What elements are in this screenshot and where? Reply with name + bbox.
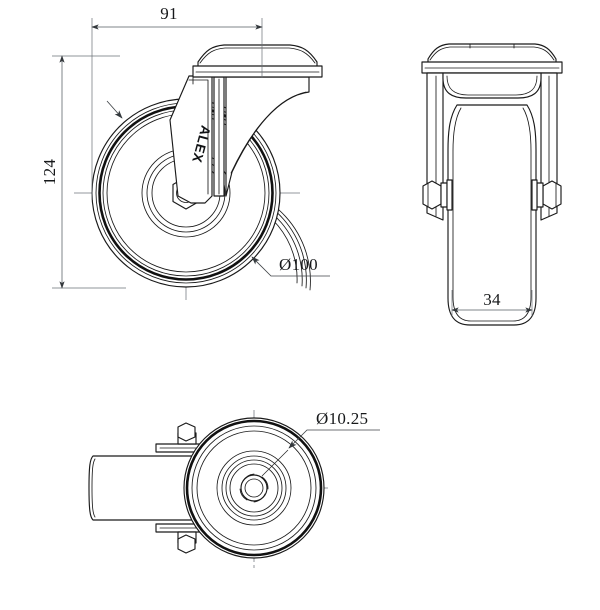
swivel-fork-side-crown (442, 72, 542, 99)
swivel-fork-right-member (213, 76, 225, 197)
wheel-hub-bottom (216, 450, 292, 526)
hub-leader-tick (261, 449, 289, 477)
side-view: 34 (421, 43, 563, 326)
tread-leader-arrow (106, 100, 123, 119)
top-mounting-plate-front (192, 44, 323, 78)
dimension-overall-height-124: 124 (40, 55, 126, 289)
dimension-wheel-diameter-100: Ø100 (251, 255, 330, 277)
front-view: 91 124 Ø100 ALEX (40, 4, 330, 300)
top-mounting-plate-side (421, 43, 563, 74)
dimension-bore-diameter-10-25: Ø10.25 (288, 409, 380, 449)
fork-flange-bottom (155, 523, 201, 554)
dimension-label-34: 34 (483, 290, 501, 309)
fork-flange-top (155, 422, 201, 453)
dimension-wheel-width-34: 34 (451, 290, 533, 316)
dimension-label-diameter-10-25: Ø10.25 (316, 409, 368, 428)
dimension-label-124: 124 (40, 159, 59, 186)
bottom-view: Ø10.25 (88, 409, 380, 570)
swivel-fork-leg (169, 75, 213, 204)
fork-barrel-bottom (88, 455, 197, 521)
dimension-label-91: 91 (160, 4, 178, 23)
axle-bolt-right-side (531, 179, 562, 211)
dimension-overall-width-91: 91 (91, 4, 263, 200)
wheel-body-side (447, 104, 537, 326)
dimension-label-diameter-100: Ø100 (279, 255, 318, 274)
wheel-hub-spokes (239, 473, 269, 503)
swivel-fork-curved-bracket (225, 76, 310, 197)
axle-bolt-left-side (422, 179, 453, 211)
